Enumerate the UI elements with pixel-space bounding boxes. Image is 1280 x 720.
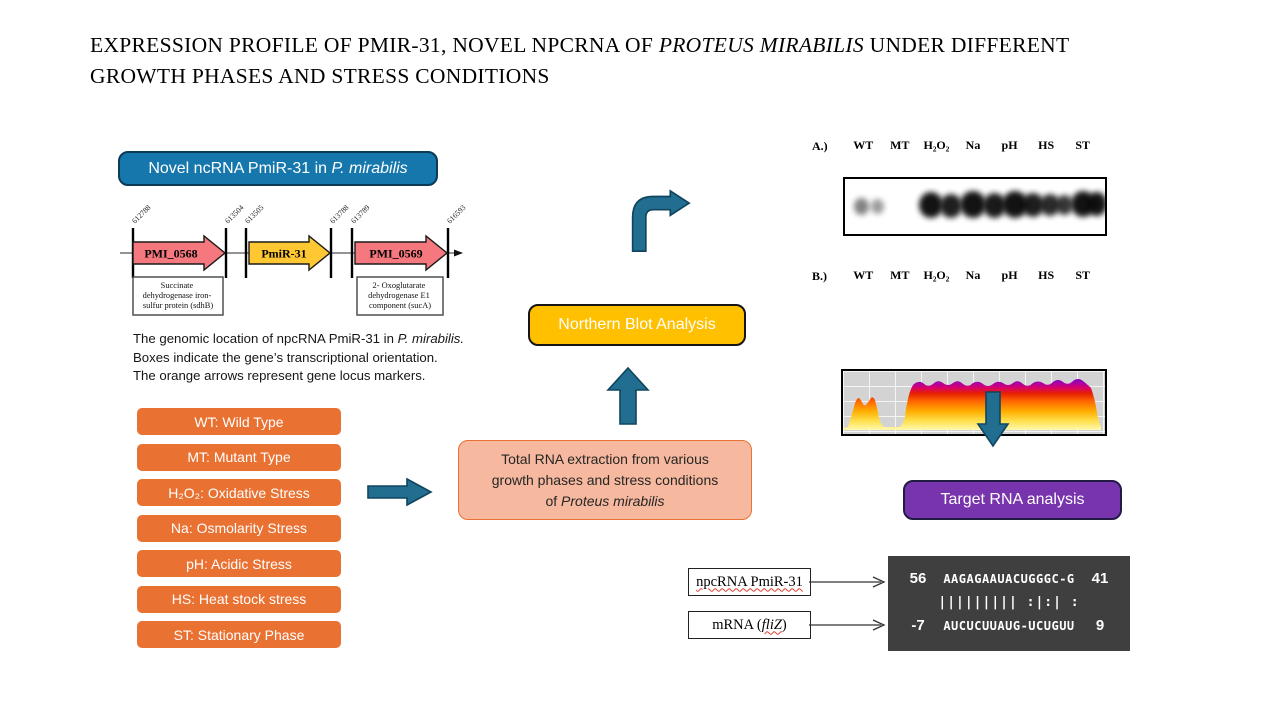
title-segment: UNDER DIFFERENT (863, 33, 1070, 57)
intensity-profile-plot (843, 379, 1101, 430)
blot-band (1056, 195, 1073, 215)
gene-locus-map: 612788 613504 613505 613788 613789 61659… (120, 203, 468, 316)
legend-item-st: ST: Stationary Phase (137, 621, 341, 648)
poster-canvas: EXPRESSION PROFILE OF PMIR-31, NOVEL NPC… (0, 0, 1280, 651)
title-segment: EXPRESSION PROFILE OF PMIR-31, NOVEL NPC… (90, 33, 659, 57)
target-rna-box: Target RNA analysis (903, 480, 1122, 520)
lane-header: WT (853, 138, 874, 152)
flow-arrow-elbow-icon (631, 189, 691, 252)
mrna-seq-label-box: mRNA (fliZ) (688, 611, 811, 639)
flow-arrow-up-icon (606, 366, 650, 425)
panel-a-tag: A.) (812, 139, 828, 153)
bottom-right-position: 9 (1095, 617, 1105, 634)
rna-extraction-box: Total RNA extraction from various growth… (458, 440, 752, 520)
sequence-alignment-panel: 56 AAGAGAAUACUGGGC-G 41 ||||||||| :|:| :… (888, 556, 1130, 651)
lane-header: MT (890, 268, 910, 282)
legend-item-mt: MT: Mutant Type (137, 443, 341, 471)
panel-a-lane-headers: WT MT H₂O₂ Na pH HS ST (845, 138, 1101, 153)
lane-header: pH (1001, 268, 1018, 282)
gene-label: PMI_0568 (144, 247, 197, 261)
ncrna-title-text: Novel ncRNA PmiR-31 in P. mirabilis (148, 159, 408, 177)
top-right-position: 41 (1091, 570, 1109, 587)
legend-item-na: Na: Osmolarity Stress (137, 514, 341, 542)
target-rna-label: Target RNA analysis (940, 491, 1085, 508)
ncrna-title-box: Novel ncRNA PmiR-31 in P. mirabilis (118, 151, 438, 186)
blot-band (940, 194, 962, 218)
condition-legend: WT: Wild Type MT: Mutant Type H₂O₂: Oxid… (137, 408, 341, 648)
lane-header: HS (1038, 138, 1055, 152)
intensity-profile-image (841, 369, 1107, 436)
page-title: EXPRESSION PROFILE OF PMIR-31, NOVEL NPC… (90, 30, 1170, 92)
flow-arrow-right-icon (367, 477, 433, 507)
mrna-sequence: AUCUCUUAUG-UCUGUU (943, 618, 1075, 633)
blot-band (854, 198, 869, 215)
flow-arrow-down-icon (976, 391, 1010, 448)
coord-label: 613788 (328, 203, 351, 226)
coord-label: 613789 (349, 203, 372, 226)
annotation-box-sdhB (132, 276, 224, 316)
gene-arrow-pmir31 (248, 234, 332, 272)
northern-blot-label: Northern Blot Analysis (558, 316, 716, 333)
legend-item-wt: WT: Wild Type (137, 408, 341, 435)
lane-header: H₂O₂ (923, 268, 950, 282)
ncrna-seq-label: npcRNA PmiR-31 (696, 573, 803, 590)
lane-header: Na (965, 138, 981, 152)
gene-arrow-pmi0568 (132, 234, 227, 272)
blot-band (1040, 194, 1060, 216)
annotation-text-sucA: 2- Oxoglutarate dehydrogenase E1 compone… (368, 281, 432, 310)
alignment-bottom-row: -7 AUCUCUUAUG-UCUGUU 9 (896, 612, 1122, 639)
top-left-position: 56 (909, 570, 927, 587)
alignment-match-line: ||||||||| :|:| : (938, 594, 1080, 610)
northern-blot-box: Northern Blot Analysis (528, 304, 746, 346)
annotation-text-sdhB: Succinate dehydrogenase iron- sulfur pro… (143, 281, 214, 310)
legend-item-ph: pH: Acidic Stress (137, 550, 341, 577)
alignment-top-row: 56 AAGAGAAUACUGGGC-G 41 (896, 565, 1122, 592)
legend-item-h2o2: H₂O₂: Oxidative Stress (137, 479, 341, 506)
ncrna-seq-label-box: npcRNA PmiR-31 (688, 568, 811, 596)
connector-arrow-icon (809, 576, 886, 588)
northern-blot-image (843, 177, 1107, 236)
lane-header: HS (1038, 268, 1055, 282)
connector-arrow-icon (809, 619, 886, 631)
lane-header: Na (965, 268, 981, 282)
blot-band (871, 199, 884, 214)
blot-band (1087, 192, 1105, 216)
gene-label: PMI_0569 (369, 247, 422, 261)
coord-label: 616593 (445, 203, 468, 226)
gene-arrow-pmi0569 (354, 234, 449, 272)
genome-line-arrowhead-icon (454, 249, 463, 257)
blot-band (1022, 193, 1044, 217)
title-line2: GROWTH PHASES AND STRESS CONDITIONS (90, 64, 550, 89)
lane-header: WT (853, 268, 874, 282)
blot-band (919, 192, 943, 218)
lane-header: ST (1075, 138, 1091, 152)
lane-header: pH (1001, 138, 1018, 152)
annotation-box-sucA (356, 276, 444, 316)
mrna-seq-label: mRNA (fliZ) (712, 616, 787, 633)
panel-b-tag: B.) (812, 269, 827, 283)
blot-band (983, 193, 1006, 218)
lane-header: H₂O₂ (923, 138, 950, 152)
coord-label: 613505 (243, 203, 266, 226)
bottom-left-position: -7 (911, 617, 925, 634)
blot-band (960, 191, 986, 218)
title-species-italic: PROTEUS MIRABILIS (658, 33, 864, 57)
panel-b-lane-headers: WT MT H₂O₂ Na pH HS ST (845, 268, 1101, 283)
coord-label: 612788 (130, 203, 153, 226)
gene-label: PmiR-31 (261, 247, 306, 261)
lane-header: ST (1075, 268, 1091, 282)
lane-header: MT (890, 138, 910, 152)
ncrna-sequence: AAGAGAAUACUGGGC-G (943, 571, 1075, 586)
coord-label: 613504 (223, 203, 246, 226)
gene-map-caption: The genomic location of npcRNA PmiR-31 i… (133, 331, 465, 384)
legend-item-hs: HS: Heat stock stress (137, 585, 341, 613)
